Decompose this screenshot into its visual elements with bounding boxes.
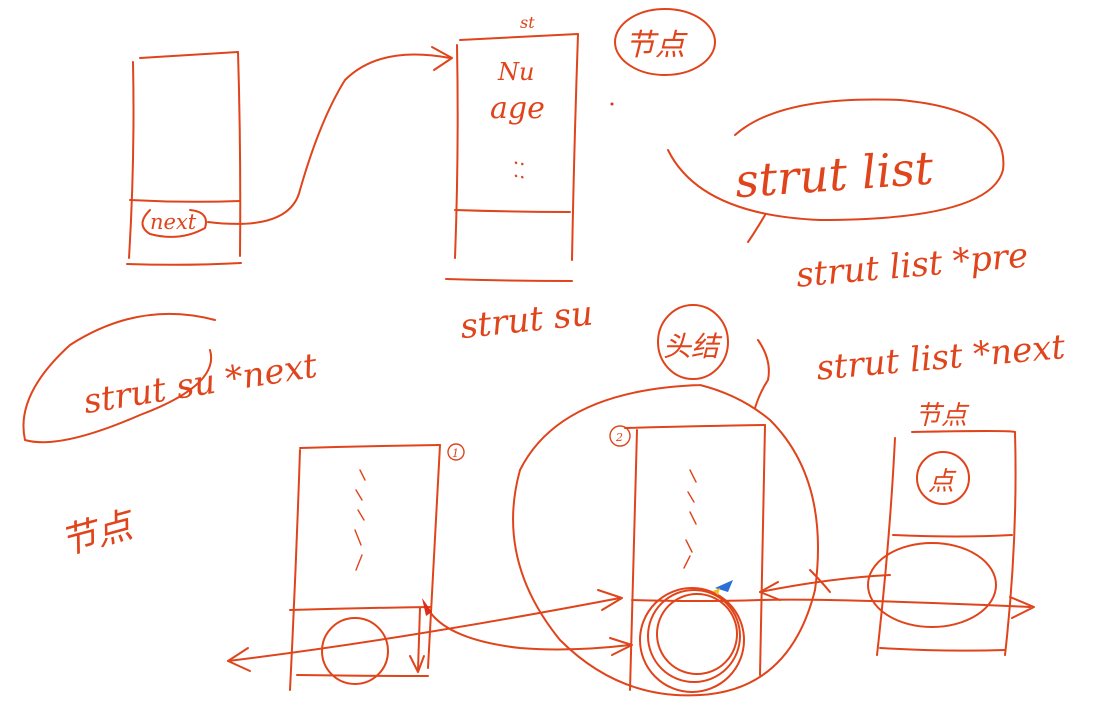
head-node-big-circle	[512, 384, 819, 697]
nu-field-label: Nu	[497, 58, 534, 86]
red-pen-cursor-icon	[422, 598, 432, 616]
struct-list-oval: strut list	[667, 98, 1005, 221]
bottom-right-node-box: 点 节点	[867, 401, 1017, 656]
more-fields-dots: : :	[510, 160, 534, 180]
struct-su-next-label: strut su *next	[81, 346, 320, 422]
struct-list-pre-label: strut list *pre	[795, 236, 1030, 296]
next-pointer-arrow	[207, 46, 453, 225]
marker-2: 2	[615, 431, 623, 444]
node-left-label: 节点	[56, 504, 140, 563]
head-label: 头结	[663, 330, 723, 363]
struct-list-next-label: strut list *next	[815, 327, 1067, 389]
head-node-circle: 头结	[657, 304, 770, 409]
bottom-left-node-box: 1	[289, 443, 465, 691]
node-right-inner-label: 点	[928, 467, 957, 497]
st-label: st	[520, 13, 535, 32]
struct-list-pre: strut list *pre	[747, 214, 1030, 296]
struct-list-label: strut list	[733, 141, 935, 209]
struct-su-box: st Nu age : : strut su	[445, 13, 595, 347]
top-left-node-box: next	[126, 51, 242, 266]
left-link-arrow	[227, 589, 633, 673]
struct-su-label: strut su	[458, 293, 595, 347]
marker-1: 1	[452, 447, 459, 460]
head-node-box: 2	[609, 424, 766, 693]
node-top-label: 节点	[625, 28, 688, 63]
node-circle-top: 节点	[610, 8, 716, 106]
node-right-label: 节点	[915, 401, 970, 431]
right-link-arrows	[759, 569, 1035, 619]
age-field-label: age	[490, 91, 545, 126]
struct-su-next-oval: strut su *next	[22, 312, 320, 444]
blue-pen-cursor-icon	[713, 580, 733, 595]
next-field-label: next	[150, 210, 197, 234]
